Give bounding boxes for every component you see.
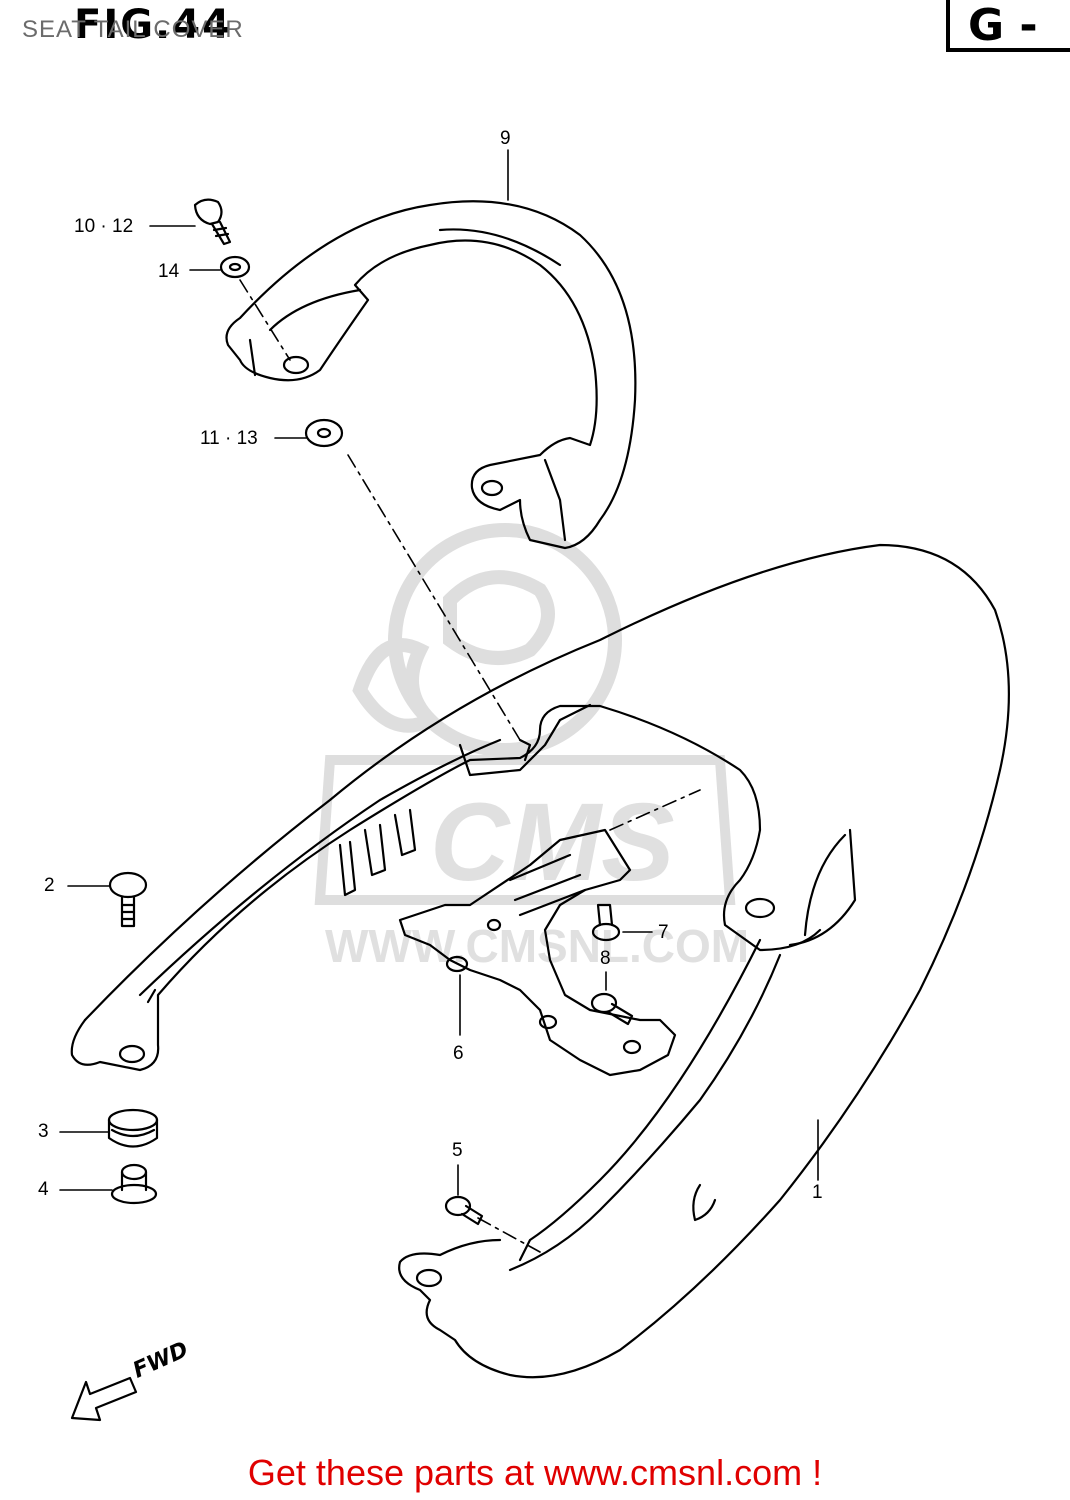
bolt-part-10-12: [193, 198, 232, 246]
footer-link[interactable]: Get these parts at www.cmsnl.com !: [247, 1452, 823, 1493]
callout-9: 9: [500, 128, 511, 149]
grommet-part-3: [107, 1108, 159, 1148]
callout-2: 2: [44, 875, 55, 896]
page-title: SEAT TAIL COVER: [22, 16, 244, 43]
screw-part-5: [444, 1195, 484, 1226]
callout-7: 7: [658, 922, 669, 943]
section-code-box: G -: [946, 0, 1070, 52]
watermark-brand: CMS: [430, 781, 674, 904]
watermark-logo: [314, 523, 736, 905]
callout-4: 4: [38, 1179, 49, 1200]
callout-1: 1: [812, 1182, 823, 1203]
screw-part-2: [108, 871, 148, 928]
callout-14: 14: [158, 261, 180, 282]
grab-rail-part-9: [225, 200, 637, 550]
callout-3: 3: [38, 1121, 49, 1142]
callout-6: 6: [453, 1043, 464, 1064]
callout-11-13: 11 · 13: [200, 428, 258, 449]
washer-part-11-13: [304, 418, 344, 448]
screw-part-7: [591, 903, 621, 942]
section-code: G -: [968, 0, 1038, 51]
collar-part-4: [110, 1163, 158, 1205]
callout-10-12: 10 · 12: [74, 216, 134, 237]
tail-cover-part-1: [70, 543, 1010, 1379]
leader-lines: [59, 149, 819, 1253]
watermark-url: WWW.CMSNL.COM: [325, 920, 749, 972]
screw-part-8: [590, 992, 634, 1026]
callout-8: 8: [600, 948, 611, 969]
washer-part-14: [219, 255, 251, 279]
figure-label: FIG.44: [74, 2, 232, 48]
callout-5: 5: [452, 1140, 463, 1161]
bracket-part-6: [398, 828, 677, 1077]
fwd-arrow-icon: [70, 1376, 138, 1422]
